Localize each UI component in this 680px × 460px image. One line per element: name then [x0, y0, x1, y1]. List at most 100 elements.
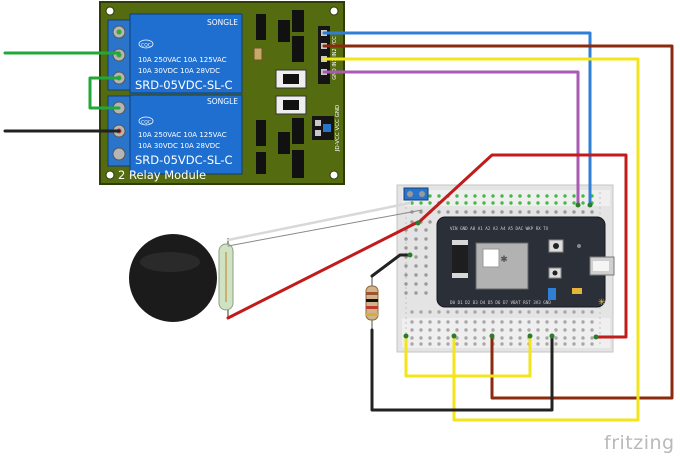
breadboard-hole	[424, 228, 428, 232]
breadboard-hole	[473, 342, 477, 346]
breadboard-hole	[572, 328, 576, 332]
relay-2: SONGLE CQC 10A 250VAC 10A 125VAC 10A 30V…	[129, 94, 243, 175]
breadboard-hole	[464, 210, 468, 214]
breadboard-hole	[419, 336, 423, 340]
breadboard-hole	[581, 342, 585, 346]
wire-blue	[322, 31, 592, 207]
breadboard-hole	[455, 310, 459, 314]
breadboard-hole	[581, 336, 585, 340]
relay-rating-1: 10A 250VAC 10A 125VAC	[138, 131, 227, 139]
breadboard-hole	[518, 310, 522, 314]
relay-header-labels: JD-VCC VCC GND	[335, 105, 341, 153]
breadboard-hole	[554, 201, 558, 205]
fritzing-watermark: fritzing	[604, 432, 675, 454]
breadboard-hole	[414, 246, 418, 250]
wire-purple	[322, 70, 580, 207]
breadboard-hole	[428, 336, 432, 340]
breadboard-hole	[545, 336, 549, 340]
wire-red-reed	[226, 221, 418, 320]
breadboard-hole	[419, 328, 423, 332]
breadboard-hole	[482, 336, 486, 340]
reed-switch	[218, 238, 234, 318]
breadboard-hole	[518, 336, 522, 340]
breadboard-hole	[554, 210, 558, 214]
breadboard-hole	[545, 320, 549, 324]
breadboard-hole	[590, 328, 594, 332]
particle-logo-icon: ✱	[500, 255, 508, 265]
breadboard-hole	[554, 310, 558, 314]
breadboard-hole	[428, 194, 432, 198]
breadboard-hole	[428, 201, 432, 205]
breadboard-hole	[509, 310, 513, 314]
breadboard-hole	[455, 194, 459, 198]
breadboard-hole	[518, 328, 522, 332]
breadboard-hole	[455, 210, 459, 214]
breadboard-hole	[572, 201, 576, 205]
breadboard-hole	[428, 342, 432, 346]
breadboard-hole	[554, 194, 558, 198]
breadboard-hole	[410, 342, 414, 346]
relay-rating-2: 10A 30VDC 10A 28VDC	[138, 142, 220, 150]
breadboard-hole	[410, 310, 414, 314]
breadboard-hole	[491, 201, 495, 205]
breadboard-hole	[404, 273, 408, 277]
breadboard-hole	[509, 194, 513, 198]
breadboard-hole	[410, 220, 414, 224]
breadboard-hole	[536, 210, 540, 214]
wire-red-vcc	[416, 153, 628, 339]
breadboard-hole	[424, 246, 428, 250]
wires	[3, 31, 674, 422]
breadboard-hole	[509, 201, 513, 205]
breadboard-hole	[500, 328, 504, 332]
breadboard-hole	[437, 342, 441, 346]
breadboard-hole	[424, 255, 428, 259]
breadboard-hole	[455, 320, 459, 324]
breadboard-hole	[509, 210, 513, 214]
relay-module: SONGLE CQC 10A 250VAC 10A 125VAC 10A 30V…	[99, 1, 345, 185]
breadboard-hole	[581, 328, 585, 332]
breadboard-hole	[419, 320, 423, 324]
wire-black-resistor	[370, 253, 412, 278]
breadboard-hole	[491, 194, 495, 198]
breadboard-hole	[536, 328, 540, 332]
breadboard-hole	[590, 310, 594, 314]
breadboard-hole	[424, 273, 428, 277]
wire-white	[226, 201, 412, 242]
breadboard-hole	[482, 194, 486, 198]
wire-white-2	[227, 209, 423, 247]
breadboard-hole	[437, 336, 441, 340]
breadboard-hole	[410, 336, 414, 340]
relay-model: SRD-05VDC-SL-C	[135, 78, 233, 92]
breadboard-hole	[581, 310, 585, 314]
breadboard-hole	[509, 342, 513, 346]
breadboard-hole	[563, 310, 567, 314]
relay-rating-2: 10A 30VDC 10A 28VDC	[138, 67, 220, 75]
breadboard-hole	[509, 336, 513, 340]
breadboard-hole	[563, 201, 567, 205]
breadboard-hole	[455, 201, 459, 205]
breadboard-hole	[419, 310, 423, 314]
breadboard-hole	[424, 291, 428, 295]
breadboard-hole	[536, 310, 540, 314]
relay-rating-1: 10A 250VAC 10A 125VAC	[138, 56, 227, 64]
breadboard-hole	[500, 194, 504, 198]
breadboard-hole	[424, 282, 428, 286]
breadboard-hole	[509, 320, 513, 324]
breadboard-hole	[464, 342, 468, 346]
breadboard-hole	[414, 255, 418, 259]
breadboard-hole	[437, 328, 441, 332]
breadboard-hole	[446, 210, 450, 214]
wire-green-jumper	[88, 76, 121, 110]
breadboard-hole	[414, 291, 418, 295]
breadboard-hole	[527, 210, 531, 214]
breadboard-hole	[563, 194, 567, 198]
breadboard-hole	[464, 320, 468, 324]
breadboard-hole	[437, 194, 441, 198]
breadboard-hole	[500, 201, 504, 205]
breadboard-hole	[482, 320, 486, 324]
breadboard-hole	[518, 210, 522, 214]
breadboard-hole	[446, 342, 450, 346]
breadboard-hole	[437, 310, 441, 314]
breadboard-hole	[572, 210, 576, 214]
breadboard-hole	[404, 291, 408, 295]
